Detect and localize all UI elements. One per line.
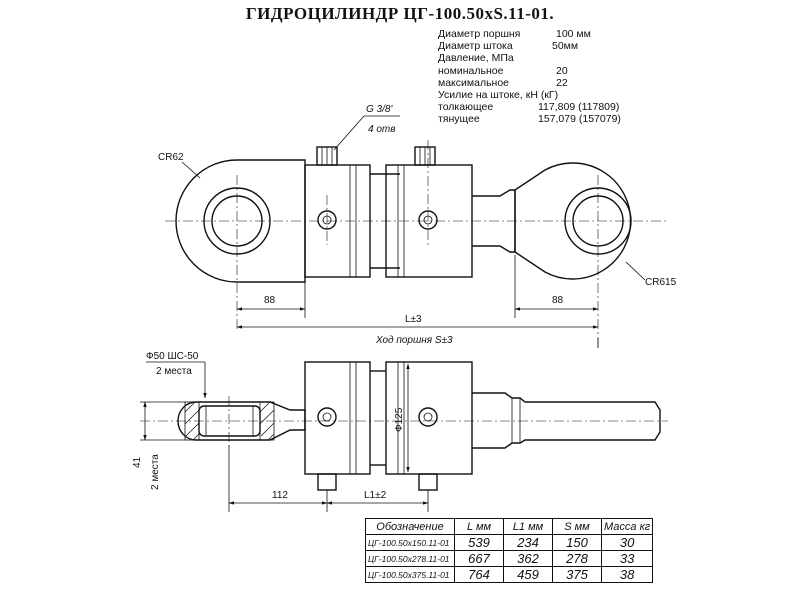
spec-label: максимальное [438, 76, 510, 89]
dim-112-label: 112 [272, 490, 288, 501]
drawing-title: ГИДРОЦИЛИНДР ЦГ-100.50хS.11-01. [245, 4, 555, 23]
hatch-line [184, 401, 196, 413]
dim-41-places-label: 2 места [150, 454, 161, 490]
bottom-fitting-right [418, 473, 438, 491]
dim-L1-label: L1±2 [364, 490, 387, 501]
table-header: L мм [454, 518, 504, 535]
table-cell: 667 [454, 550, 504, 567]
table-cell: 362 [503, 550, 553, 567]
bottom-clevis-outline [177, 401, 306, 441]
spec-value: 20 [556, 64, 568, 77]
table-row: ЦГ-100.50х278.11-01 667 362 278 33 [365, 550, 654, 567]
stroke-label: Ход поршня S±3 [375, 335, 453, 346]
hatch-line [185, 422, 200, 437]
bottom-view: Ф125 Ф50 ШС-50 2 места 41 2 места 112 L1… [132, 351, 668, 512]
bore-places-label: 2 места [156, 366, 192, 377]
spec-label: Диаметр штока [438, 40, 513, 53]
table-cell: 234 [503, 534, 553, 551]
table-cell: 459 [503, 566, 553, 583]
dim-125-label: Ф125 [394, 407, 405, 432]
hatch-line [259, 409, 275, 425]
table-cell: 375 [552, 566, 602, 583]
bottom-port-left-inner [322, 412, 332, 422]
hatch-line [267, 433, 275, 441]
bore-label: Ф50 ШС-50 [146, 351, 199, 362]
bottom-port-right [418, 407, 438, 427]
top-view: G 3/8' 4 отв CR62 CR615 88 88 L±3 Ход по… [158, 104, 677, 348]
hatch-line [259, 401, 271, 413]
spec-value: 50мм [552, 40, 579, 53]
table-cell: 764 [454, 566, 504, 583]
spec-label: Усилие на штоке, кН (кГ) [438, 88, 559, 101]
bottom-port-right-inner [423, 412, 433, 422]
table-cell: 38 [600, 566, 654, 583]
leader-line [181, 161, 201, 179]
table-cell: 33 [600, 550, 654, 567]
port-left [317, 210, 337, 230]
hatch-line [260, 422, 275, 437]
spec-value: 100 мм [556, 28, 591, 40]
spec-label: номинальное [438, 64, 504, 77]
dim-88-left-label: 88 [264, 295, 276, 306]
hatch-line [192, 433, 200, 441]
table-header: S мм [552, 518, 602, 535]
table-cell: ЦГ-100.50х150.11-01 [365, 534, 455, 551]
dim-L-label: L±3 [405, 314, 422, 325]
port-count-label: 4 отв [368, 124, 395, 135]
table-header: L1 мм [503, 518, 553, 535]
table-cell: ЦГ-100.50х278.11-01 [365, 550, 455, 567]
dim-88-right-label: 88 [552, 295, 564, 306]
table-cell: 278 [552, 550, 602, 567]
bottom-head-block [304, 361, 371, 475]
spec-value: 157,079 (157079) [538, 113, 621, 126]
port-thread-label: G 3/8' [366, 104, 393, 115]
spec-label: тянущее [438, 113, 480, 126]
spec-label: толкающее [438, 101, 494, 114]
port-right [418, 210, 438, 230]
table-cell: 30 [600, 534, 654, 551]
table-header: Масса кг [600, 518, 654, 535]
dim-41-label: 41 [132, 456, 143, 468]
bottom-fitting-left [317, 473, 337, 491]
hatch-line [184, 409, 200, 425]
radius-left-label: CR62 [158, 152, 184, 163]
table-cell: ЦГ-100.50х375.11-01 [365, 566, 455, 583]
radius-right-label: CR615 [645, 277, 677, 288]
leader-line [333, 115, 365, 151]
bottom-port-left [317, 407, 337, 427]
table-row: ЦГ-100.50х375.11-01 764 459 375 38 [365, 566, 654, 583]
spec-value: 22 [556, 76, 568, 89]
table-row: ЦГ-100.50х150.11-01 539 234 150 30 [365, 534, 654, 551]
table-header: Обозначение [365, 518, 455, 535]
spec-label: Диаметр поршня [438, 28, 521, 40]
bottom-rod [472, 392, 661, 449]
spec-value: 117,809 (117809) [538, 101, 620, 114]
table-header-row: Обозначение L мм L1 мм S мм Масса кг [365, 518, 654, 535]
left-clevis-outline [175, 159, 306, 283]
table-cell: 150 [552, 534, 602, 551]
table-cell: 539 [454, 534, 504, 551]
leader-line [625, 261, 646, 281]
variants-table: Обозначение L мм L1 мм S мм Масса кг ЦГ-… [365, 518, 654, 583]
spec-label: Давление, МПа [438, 52, 514, 65]
